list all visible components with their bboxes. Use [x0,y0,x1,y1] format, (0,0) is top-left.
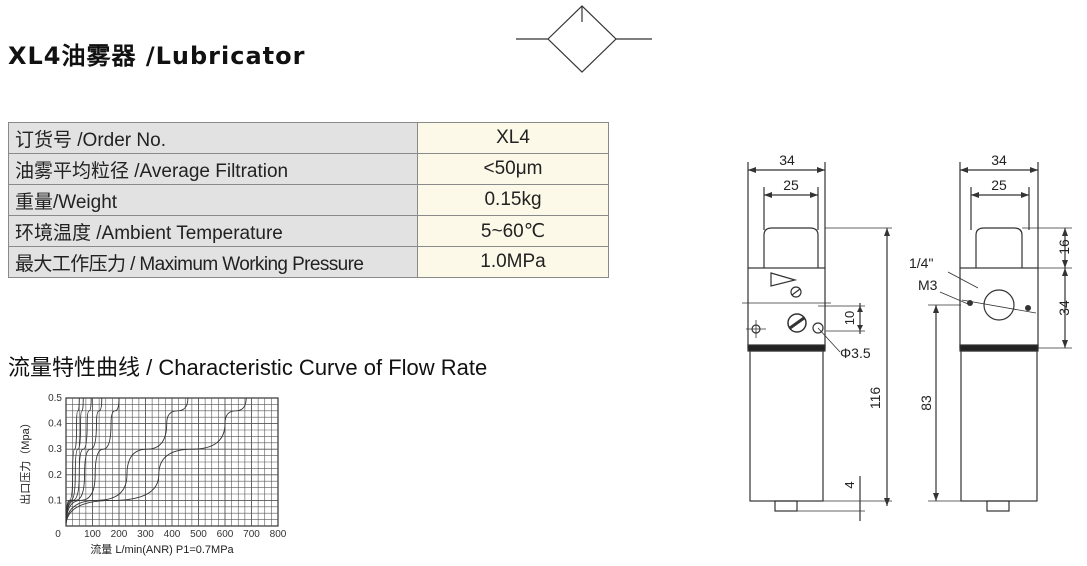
page-title: XL4油雾器 /Lubricator [8,42,306,70]
spec-value: XL4 [417,122,609,154]
chart-series-line [65,397,92,527]
side-port-thread-label: 1/4" [909,255,933,271]
table-row: 重量/Weight 0.15kg [8,184,609,216]
chart-series-line [65,397,247,527]
chart-series-line [65,397,103,527]
chart-series-line [65,397,120,527]
spec-table: 订货号 /Order No. XL4 油雾平均粒径 /Average Filtr… [8,122,609,278]
chart-zero-label: 0 [55,529,61,540]
chart-x-tick-label: 200 [111,529,128,540]
chart-y-tick-label: 0.2 [48,470,62,481]
chart-grid [65,397,279,527]
side-view-drawing [928,162,1072,512]
front-width-inner-label: 25 [783,177,799,193]
chart-x-tick-label: 700 [243,529,260,540]
chart-y-label: 出口压力（Mpa） [18,417,32,504]
spec-value: 5~60℃ [417,215,609,247]
chart-series-line [65,397,84,527]
chart-x-tick-label: 600 [217,529,234,540]
spec-value: <50μm [417,153,609,185]
table-row: 订货号 /Order No. XL4 [8,122,609,154]
chart-y-ticks: 0.1 0.2 0.3 0.4 0.5 [48,393,62,506]
chart-x-ticks: 100 200 300 400 500 600 700 800 [84,529,287,540]
chart-y-tick-label: 0.1 [48,495,62,506]
chart-x-tick-label: 500 [190,529,207,540]
chart-series [65,397,247,527]
chart-y-tick-label: 0.4 [48,419,62,430]
chart-x-tick-label: 100 [84,529,101,540]
table-row: 最大工作压力 / Maximum Working Pressure 1.0MPa [8,246,609,278]
chart-series-line [65,397,80,527]
front-bottom-gap-label: 4 [842,481,857,488]
lubricator-symbol-icon [516,5,652,73]
front-view-drawing [742,162,892,521]
chart-x-label: 流量 L/min(ANR) P1=0.7MPa [90,542,234,556]
chart-x-tick-label: 400 [164,529,181,540]
side-width-outer-label: 34 [991,152,1007,168]
side-screw-label: M3 [918,277,938,293]
side-bowl-height-label: 83 [918,395,934,411]
spec-label: 油雾平均粒径 /Average Filtration [8,153,418,185]
chart-series-line [65,397,189,527]
chart-y-tick-label: 0.5 [48,393,62,404]
front-width-outer-label: 34 [779,152,795,168]
front-view-arrows [748,167,890,506]
front-height-ports-label: 10 [842,311,857,325]
spec-label: 重量/Weight [8,184,418,216]
side-body-height-label: 34 [1056,300,1072,316]
spec-value: 1.0MPa [417,246,609,278]
dimension-drawings: 34 25 116 10 4 Φ3.5 [742,152,1072,521]
spec-label: 最大工作压力 / Maximum Working Pressure [8,246,418,278]
side-view-arrows [933,167,1068,501]
chart-x-tick-label: 800 [270,529,287,540]
curve-title: 流量特性曲线 / Characteristic Curve of Flow Ra… [8,355,488,380]
chart-x-tick-label: 300 [137,529,154,540]
spec-label: 订货号 /Order No. [8,122,418,154]
table-row: 环境温度 /Ambient Temperature 5~60℃ [8,215,609,247]
front-hole-label: Φ3.5 [840,345,871,361]
spec-value: 0.15kg [417,184,609,216]
side-cap-height-label: 16 [1056,239,1072,255]
table-row: 油雾平均粒径 /Average Filtration <50μm [8,153,609,185]
flow-rate-chart: 100 200 300 400 500 600 700 800 0.1 0.2 0.3 0.4 0.5… [18,393,287,556]
spec-label: 环境温度 /Ambient Temperature [8,215,418,247]
side-width-inner-label: 25 [991,177,1007,193]
chart-y-tick-label: 0.3 [48,444,62,455]
spec-label-text: 最大工作压力 / Maximum Working Pressure [15,253,364,275]
front-height-total-label: 116 [867,387,883,410]
